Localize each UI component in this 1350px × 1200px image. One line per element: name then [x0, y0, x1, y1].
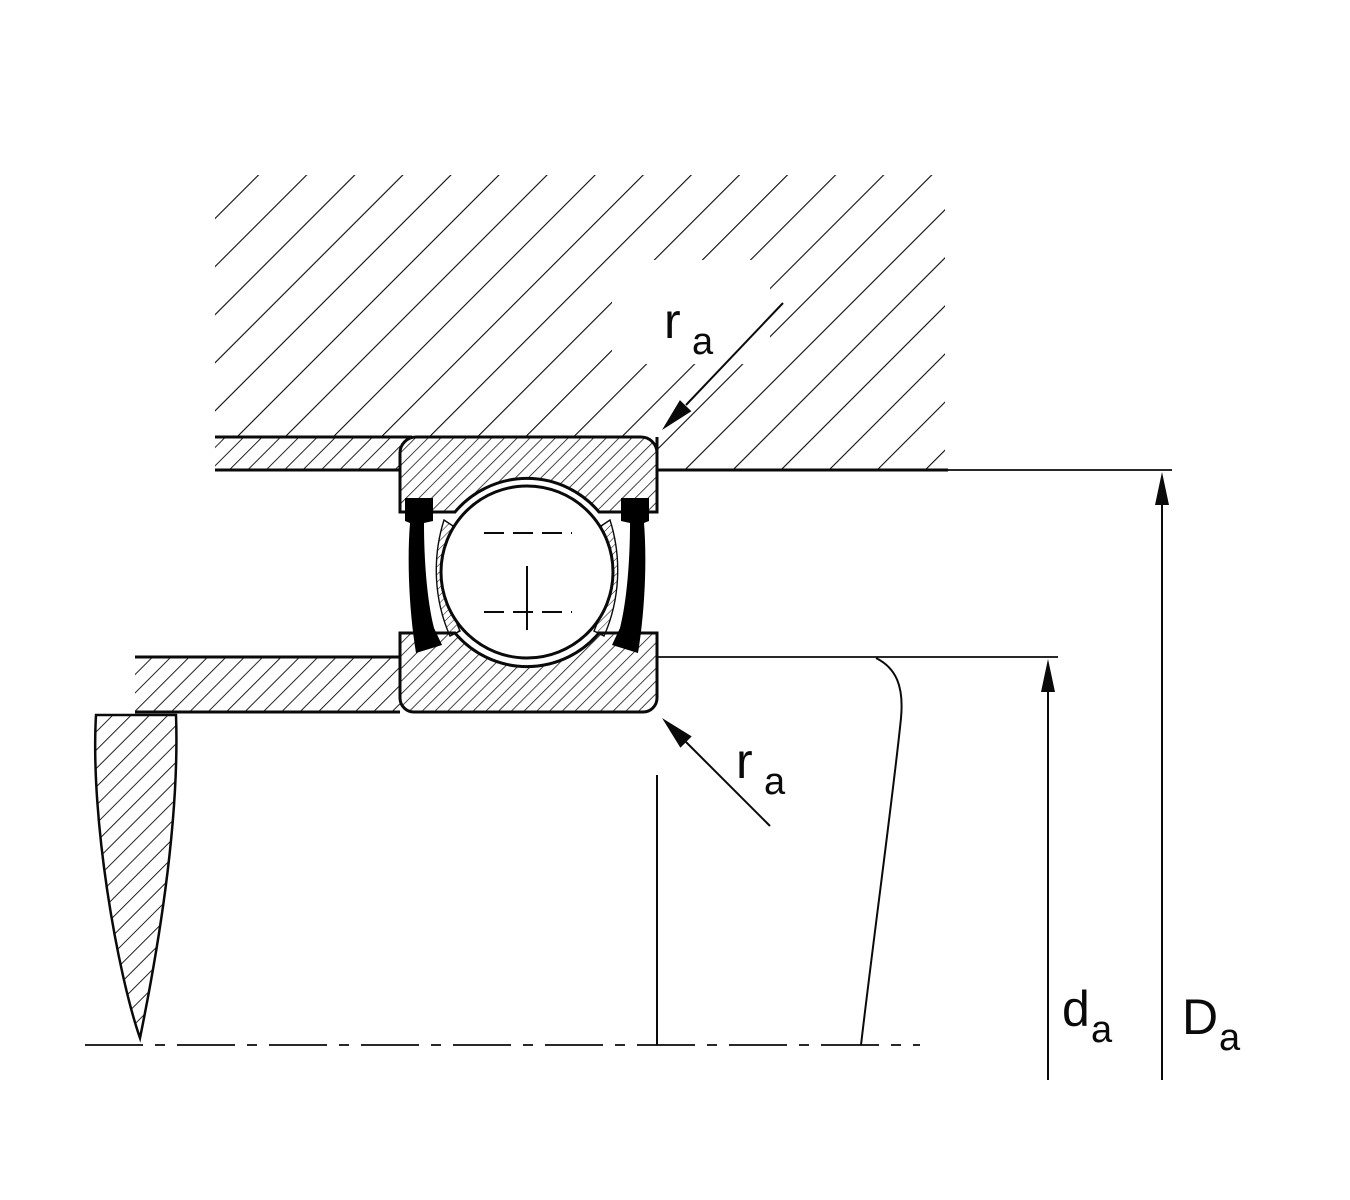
housing-shoulder-ring-hatch	[215, 437, 400, 470]
ra-bottom-label: r	[736, 733, 753, 789]
da-label-sub: a	[1091, 1009, 1113, 1051]
labels: r a r a d a D a	[664, 293, 1241, 1059]
bearing-outer-ring	[398, 435, 659, 514]
ra-bottom-arrowhead	[662, 718, 692, 748]
ra-top-label-sub: a	[692, 321, 714, 363]
Da-label: D	[1182, 989, 1218, 1045]
Da-arrowhead	[1155, 472, 1169, 505]
Da-label-sub: a	[1219, 1017, 1241, 1059]
ra-top-leader-line	[685, 302, 784, 406]
shaft-shoulder-hatch	[135, 657, 400, 712]
ra-bottom-leader-line	[685, 741, 771, 827]
ra-top-label-clearing	[612, 260, 770, 364]
shaft-fillet-section	[93, 713, 178, 1043]
seal-right	[612, 498, 649, 653]
ra-top-arrowhead	[662, 400, 692, 430]
housing-section-hatch	[215, 175, 945, 470]
ra-top-label: r	[664, 293, 681, 349]
drawing-root	[85, 175, 1172, 1080]
ra-bottom-label-sub: a	[764, 761, 786, 803]
shaft-shoulder-curved-edge	[860, 657, 903, 1046]
da-arrowhead	[1041, 659, 1055, 692]
da-label: d	[1062, 981, 1090, 1037]
seal-left	[405, 498, 442, 653]
